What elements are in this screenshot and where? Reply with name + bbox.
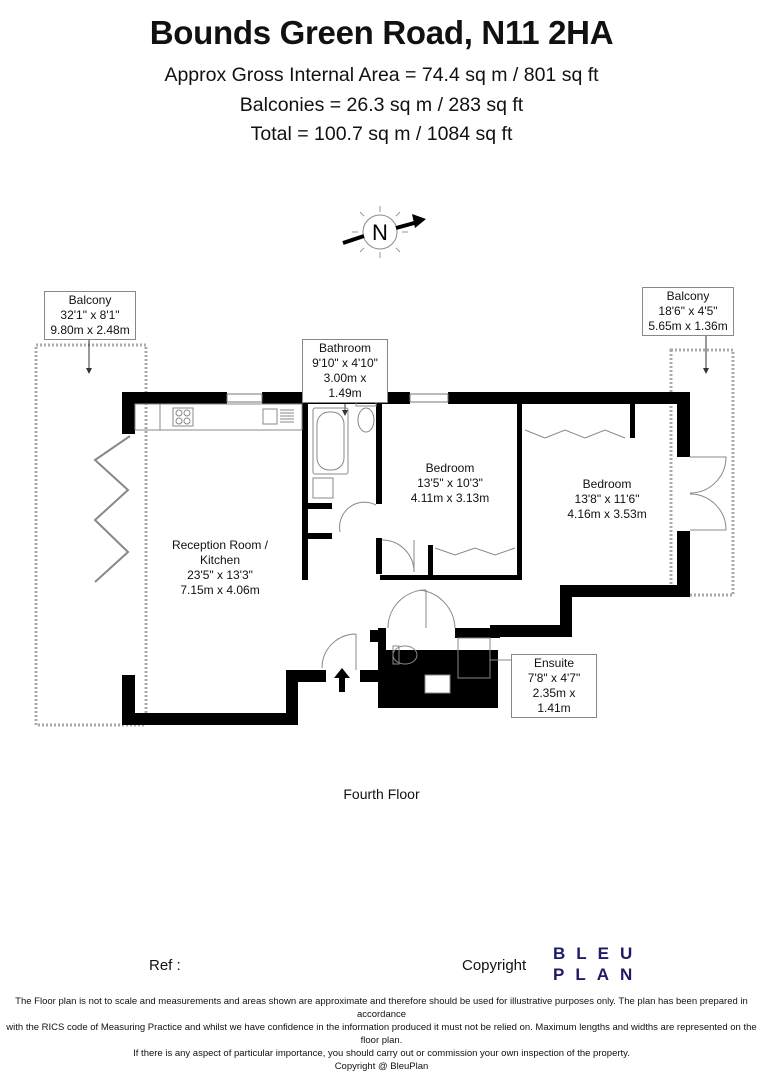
balcony-right-label: Balcony 18'6" x 4'5" 5.65m x 1.36m: [642, 287, 734, 336]
disclaimer-line: Copyright @ BleuPlan: [334, 1061, 429, 1072]
floor-name: Fourth Floor: [343, 786, 420, 802]
disclaimer: The Floor plan is not to scale and measu…: [0, 995, 763, 1073]
room-metric: 3.00m x 1.49m: [323, 371, 367, 400]
bedroom-1-label: Bedroom 13'5" x 10'3" 4.11m x 3.13m: [400, 461, 500, 506]
room-imperial: 13'5" x 10'3": [417, 476, 483, 490]
balcony-left-label: Balcony 32'1" x 8'1" 9.80m x 2.48m: [44, 291, 136, 340]
disclaimer-line: with the RICS code of Measuring Practice…: [6, 1022, 757, 1046]
reception-kitchen-label: Reception Room / Kitchen 23'5" x 13'3" 7…: [160, 538, 280, 598]
north-arrow-icon: N: [342, 206, 426, 258]
room-name: Bedroom: [425, 461, 475, 475]
room-name: Ensuite: [533, 656, 575, 670]
bathroom-label: Bathroom 9'10" x 4'10" 3.00m x 1.49m: [302, 339, 388, 403]
room-imperial: 13'8" x 11'6": [574, 492, 640, 506]
balconies-area: Balconies = 26.3 sq m / 283 sq ft: [239, 94, 524, 116]
room-imperial: 23'5" x 13'3": [187, 568, 253, 582]
room-metric: 7.15m x 4.06m: [180, 583, 260, 597]
room-imperial: 7'8" x 4'7": [527, 671, 581, 685]
room-name-2: Kitchen: [199, 553, 241, 567]
room-imperial: 18'6" x 4'5": [658, 304, 718, 318]
room-name: Bedroom: [582, 477, 632, 491]
disclaimer-line: If there is any aspect of particular imp…: [133, 1048, 630, 1059]
bedroom-2-label: Bedroom 13'8" x 11'6" 4.16m x 3.53m: [552, 477, 662, 522]
room-metric: 4.16m x 3.53m: [567, 507, 647, 521]
balcony-right-outline: [669, 348, 735, 597]
disclaimer-line: The Floor plan is not to scale and measu…: [15, 996, 748, 1020]
entrance-arrow-icon: [334, 668, 350, 692]
total-area: Total = 100.7 sq m / 1084 sq ft: [250, 123, 513, 145]
room-imperial: 32'1" x 8'1": [60, 308, 120, 322]
room-name: Balcony: [666, 289, 710, 303]
bleuplan-logo: BLEU PLAN: [553, 943, 643, 985]
balcony-left-outline: [34, 343, 148, 727]
room-metric: 5.65m x 1.36m: [648, 319, 728, 333]
room-metric: 2.35m x 1.41m: [532, 686, 576, 715]
room-name: Balcony: [68, 293, 112, 307]
copyright-label: Copyright: [462, 957, 527, 974]
svg-text:N: N: [372, 220, 388, 245]
ensuite-label: Ensuite 7'8" x 4'7" 2.35m x 1.41m: [511, 654, 597, 718]
gross-internal-area: Approx Gross Internal Area = 74.4 sq m /…: [164, 64, 599, 86]
room-metric: 9.80m x 2.48m: [50, 323, 130, 337]
page-title: Bounds Green Road, N11 2HA: [149, 14, 614, 51]
room-metric: 4.11m x 3.13m: [410, 491, 490, 505]
ref-label: Ref :: [149, 957, 181, 974]
room-name: Reception Room /: [171, 538, 269, 552]
logo-line-1: BLEU: [553, 944, 644, 963]
room-name: Bathroom: [318, 341, 372, 355]
room-imperial: 9'10" x 4'10": [312, 356, 378, 370]
logo-line-2: PLAN: [553, 965, 644, 984]
